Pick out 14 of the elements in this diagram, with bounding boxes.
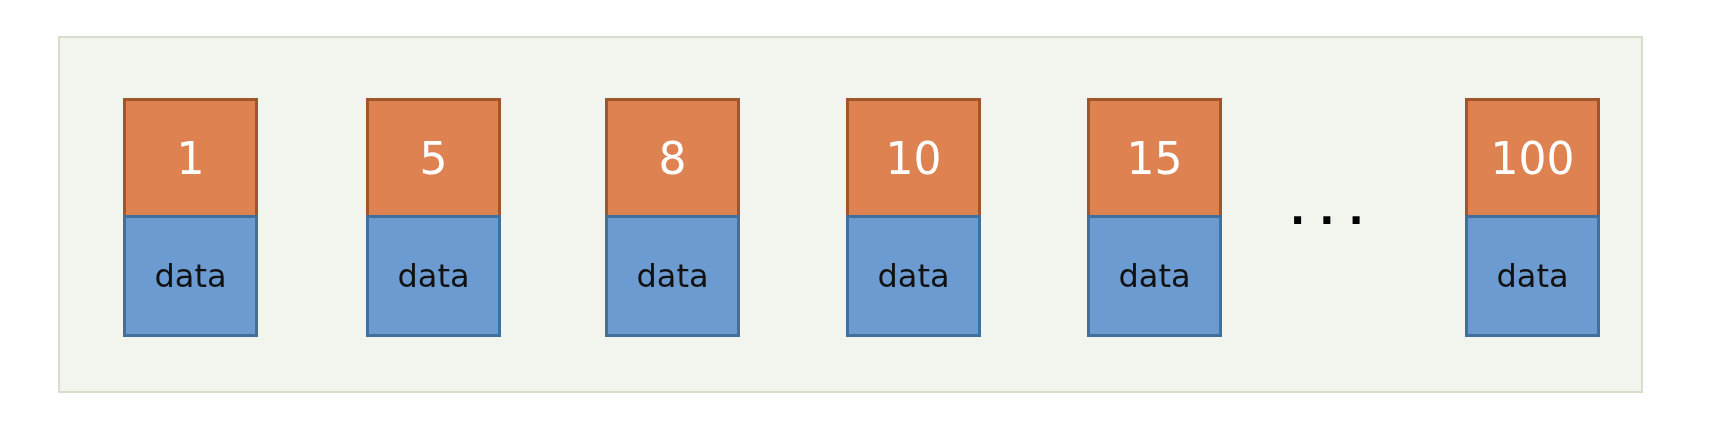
- key-cell: 100: [1465, 98, 1600, 218]
- data-cell: data: [1087, 215, 1222, 337]
- key-cell: 8: [605, 98, 740, 218]
- data-cell: data: [605, 215, 740, 337]
- key-cell: 1: [123, 98, 258, 218]
- data-cell: data: [1465, 215, 1600, 337]
- key-cell: 15: [1087, 98, 1222, 218]
- ellipsis: ...: [1290, 187, 1378, 233]
- data-cell: data: [123, 215, 258, 337]
- key-cell: 5: [366, 98, 501, 218]
- key-cell: 10: [846, 98, 981, 218]
- panel-background: [58, 36, 1643, 393]
- data-cell: data: [846, 215, 981, 337]
- data-cell: data: [366, 215, 501, 337]
